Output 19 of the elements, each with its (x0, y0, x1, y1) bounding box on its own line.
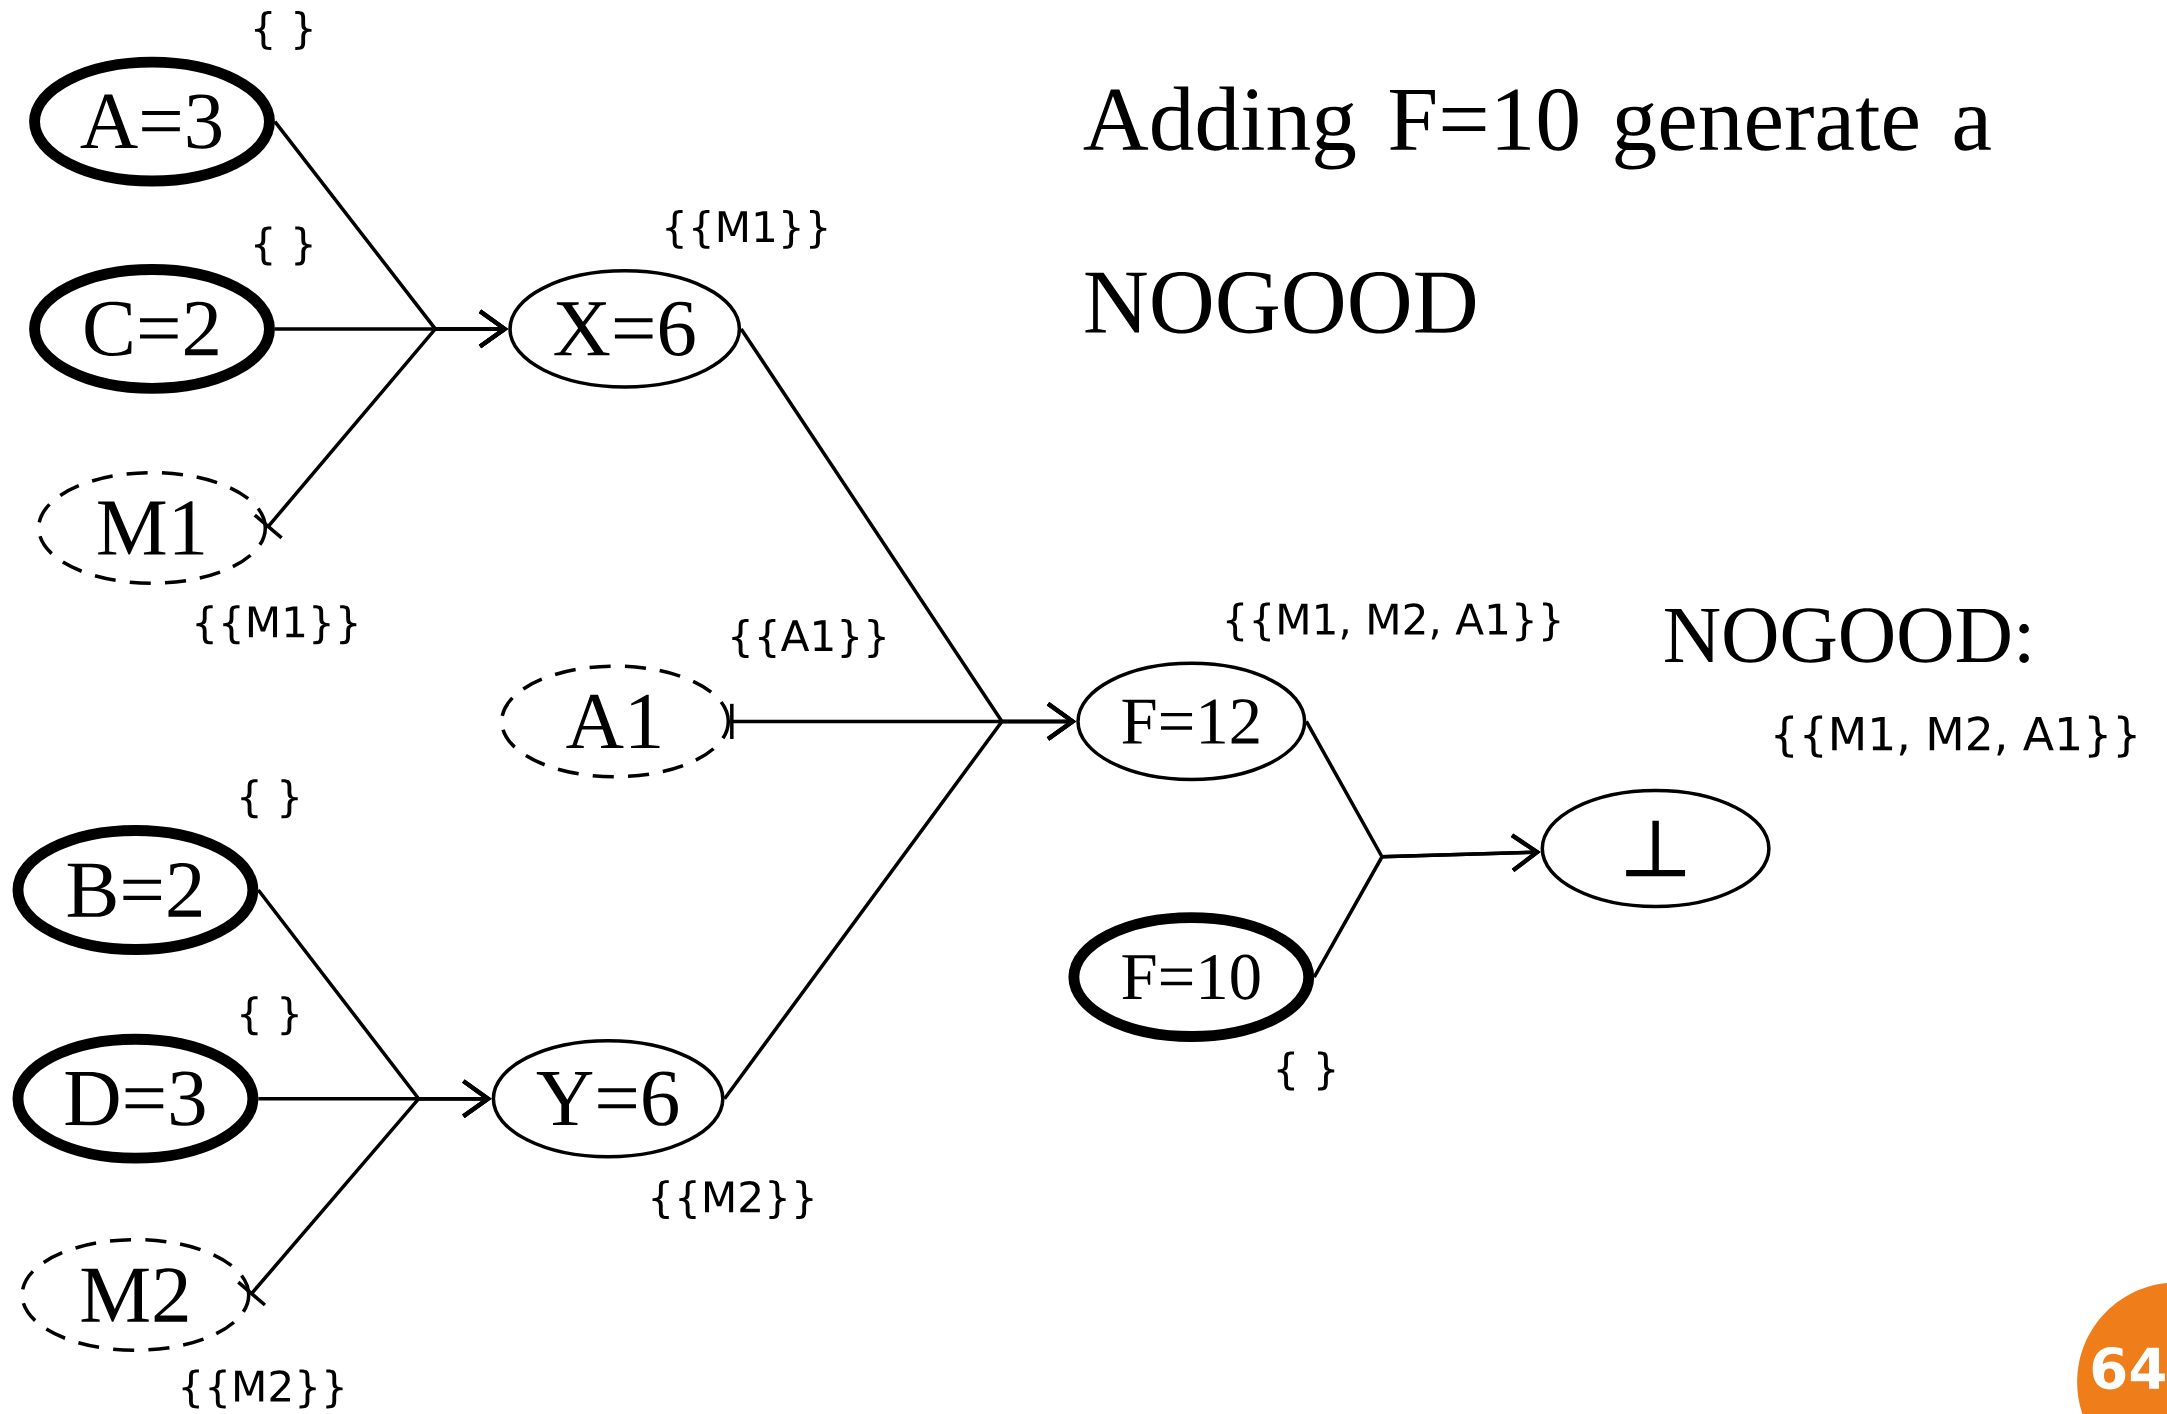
environment-label: {{M2}} (652, 1180, 813, 1220)
title: Adding F=10 generate a NOGOOD (1083, 86, 1991, 334)
environment-label: {{M2}} (182, 1369, 343, 1409)
environment-label: { } (241, 779, 298, 819)
arrow (253, 309, 509, 540)
arrow (723, 702, 1077, 1100)
environment-label: {{M1}} (666, 209, 827, 249)
environment-label: { } (255, 10, 312, 50)
nogood-set: {{M1, M2, A1}} (1775, 715, 2136, 758)
arrow (237, 1079, 492, 1307)
environment-label: {{M1, M2, A1}} (1226, 602, 1560, 642)
environment-label: { } (255, 226, 312, 266)
environment-label: {{M1}} (196, 605, 357, 645)
environment-label: { } (241, 996, 298, 1036)
environment-label: {{A1}} (732, 619, 885, 658)
environment-label: { } (1277, 1051, 1335, 1091)
arrow (1312, 833, 1541, 978)
nogood-heading: NOGOOD: (1665, 608, 2029, 664)
page-number-badge: 64 (2077, 1282, 2167, 1414)
